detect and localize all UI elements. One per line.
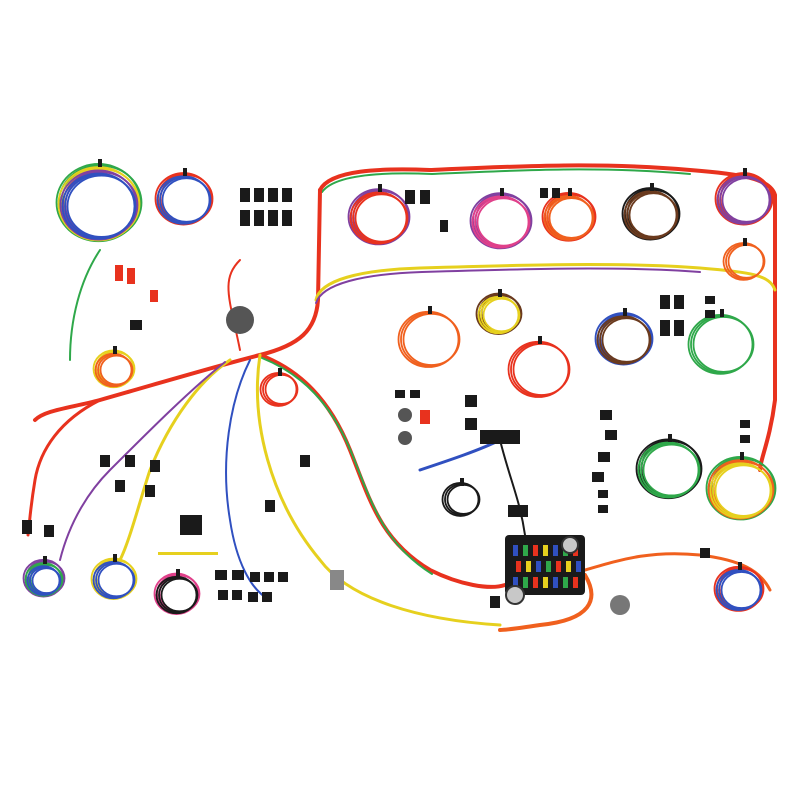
wire-loop <box>512 342 571 396</box>
zip-tie <box>623 308 627 316</box>
fuse <box>556 561 561 572</box>
zip-tie <box>743 168 747 176</box>
zip-tie <box>43 556 47 564</box>
fuse <box>513 545 518 556</box>
fuse <box>536 561 541 572</box>
zip-tie <box>278 368 282 376</box>
fuse <box>516 561 521 572</box>
fuse <box>533 577 538 588</box>
wire-loop <box>482 297 521 333</box>
zip-tie <box>650 183 654 191</box>
wire-loop <box>160 577 199 613</box>
connectors <box>22 188 750 608</box>
terminal-strip <box>158 552 218 555</box>
zip-tie <box>738 562 742 570</box>
zip-tie <box>720 309 724 317</box>
wire-coils <box>22 159 777 615</box>
zip-tie <box>378 184 382 192</box>
fuse <box>576 561 581 572</box>
fuse <box>526 561 531 572</box>
red-terminals <box>115 265 430 590</box>
fuse <box>546 561 551 572</box>
zip-tie <box>460 478 464 486</box>
wire-loop <box>99 354 134 386</box>
zip-tie <box>113 554 117 562</box>
wire-loop <box>642 443 701 497</box>
fuse-block <box>505 535 585 605</box>
wire-loop <box>264 373 299 405</box>
wire-loop <box>31 567 62 594</box>
zip-tie <box>668 434 672 442</box>
wire-loop <box>692 316 755 373</box>
fuse <box>543 577 548 588</box>
zip-tie <box>740 452 744 460</box>
wire-loop <box>476 197 531 247</box>
fuse <box>523 577 528 588</box>
fuse <box>566 561 571 572</box>
fuse <box>513 577 518 588</box>
zip-tie <box>498 289 502 297</box>
zip-tie <box>113 346 117 354</box>
fuse <box>553 577 558 588</box>
fuse <box>553 545 558 556</box>
zip-tie <box>500 188 504 196</box>
wire-loop <box>714 464 773 517</box>
fuse <box>563 577 568 588</box>
wire-loop <box>161 177 212 223</box>
wire-loop <box>402 312 461 366</box>
zip-tie <box>538 336 542 344</box>
gray-grommets <box>226 306 630 615</box>
wire-loop <box>446 483 481 515</box>
wire-loop <box>628 192 679 238</box>
zip-tie <box>428 306 432 314</box>
wire-loop <box>548 197 595 239</box>
zip-tie <box>176 569 180 577</box>
wire-loop <box>66 174 137 238</box>
wire-loop <box>354 193 409 243</box>
zip-tie <box>568 188 572 196</box>
fuse <box>533 545 538 556</box>
fuse <box>573 577 578 588</box>
zip-tie <box>98 159 102 167</box>
wire-loop <box>601 317 652 363</box>
fuse <box>543 545 548 556</box>
wire-loop <box>721 177 772 223</box>
fuse <box>523 545 528 556</box>
zip-tie <box>743 238 747 246</box>
zip-tie <box>183 168 187 176</box>
wire-loop <box>97 562 136 598</box>
wire-loop <box>720 571 763 609</box>
